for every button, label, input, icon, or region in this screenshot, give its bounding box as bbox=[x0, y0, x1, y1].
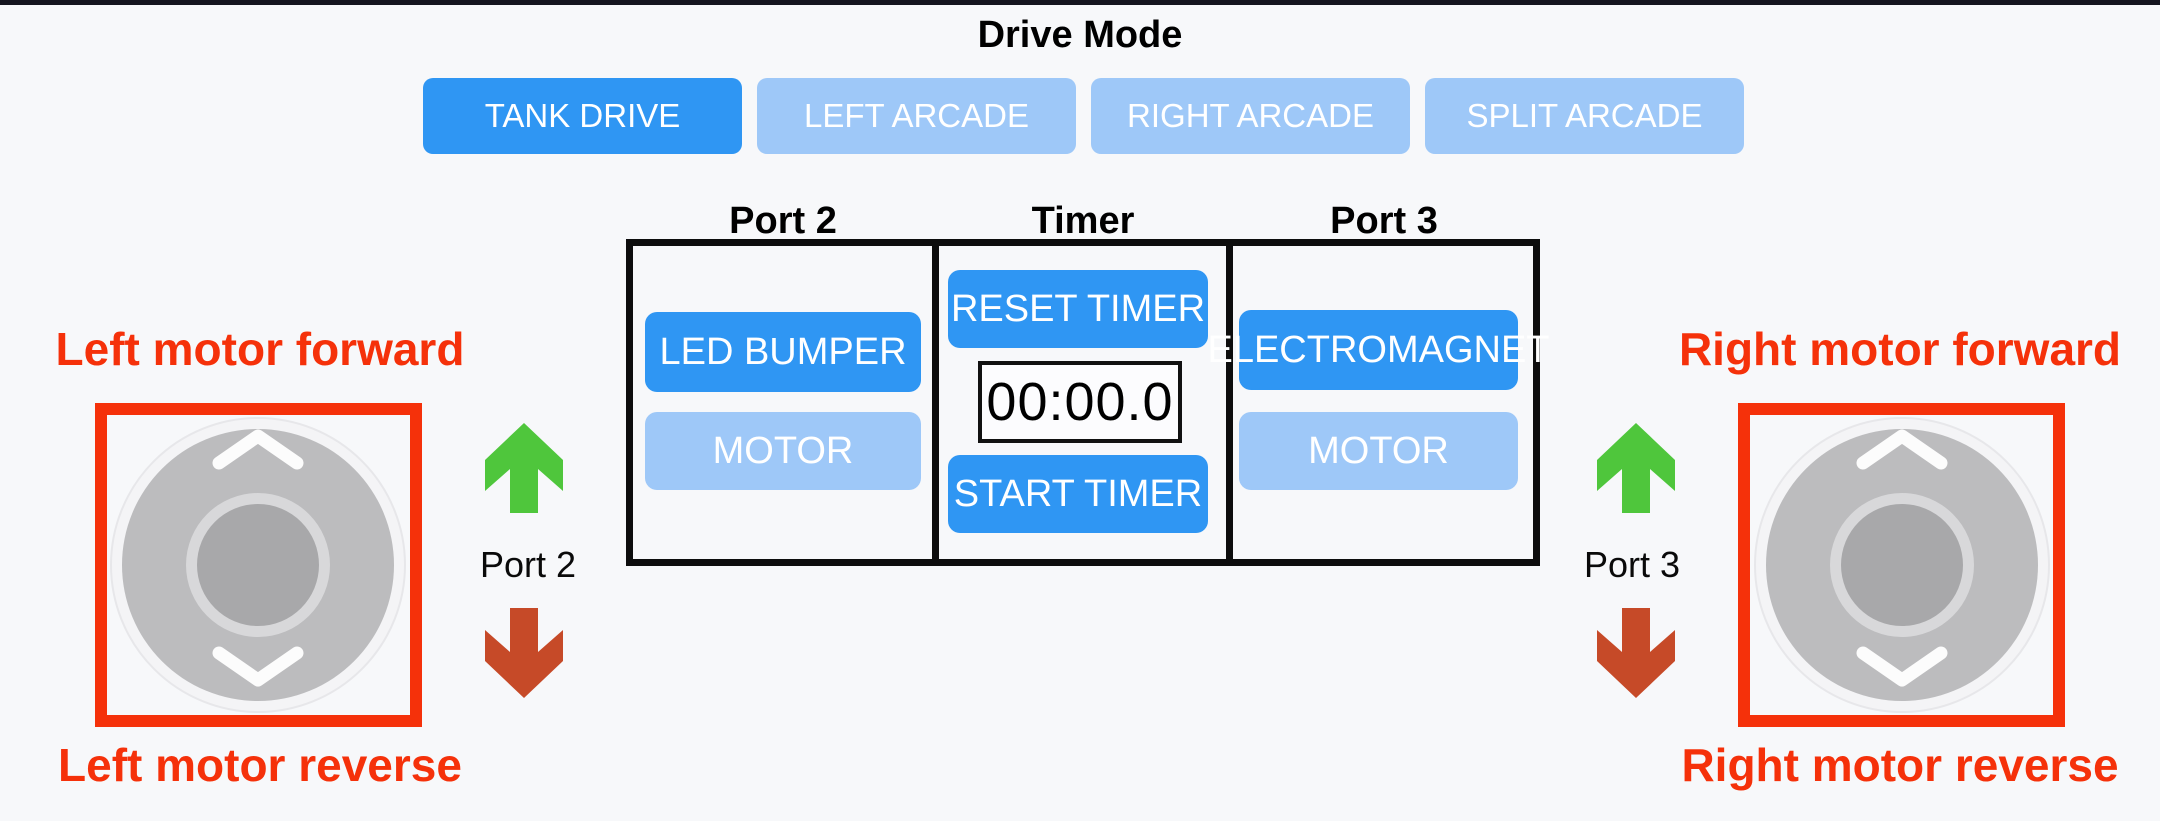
left-joystick-highlight-box bbox=[95, 403, 422, 727]
window-top-bar bbox=[0, 0, 2160, 5]
timer-column-header: Timer bbox=[1031, 200, 1135, 242]
control-table bbox=[626, 239, 1540, 566]
drive-mode-title: Drive Mode bbox=[977, 14, 1183, 56]
right-motor-reverse-label: Right motor reverse bbox=[1681, 739, 2119, 791]
left-arcade-button[interactable]: LEFT ARCADE bbox=[757, 78, 1076, 154]
port3-motor-button[interactable]: MOTOR bbox=[1239, 412, 1518, 490]
left-joystick-knob[interactable] bbox=[197, 504, 319, 626]
green-up-arrow-icon bbox=[485, 423, 563, 513]
chevron-down-icon bbox=[212, 646, 304, 687]
right-arcade-button[interactable]: RIGHT ARCADE bbox=[1091, 78, 1410, 154]
left-port-label: Port 2 bbox=[479, 544, 577, 585]
timer-display: 00:00.0 bbox=[978, 361, 1182, 443]
red-down-arrow-icon bbox=[485, 608, 563, 698]
right-port-label: Port 3 bbox=[1583, 544, 1681, 585]
reset-timer-button[interactable]: RESET TIMER bbox=[948, 270, 1208, 348]
port3-column-header: Port 3 bbox=[1330, 200, 1438, 242]
table-divider bbox=[932, 239, 939, 566]
red-down-arrow-icon bbox=[1597, 608, 1675, 698]
left-motor-reverse-label: Left motor reverse bbox=[58, 739, 462, 791]
port2-column-header: Port 2 bbox=[729, 200, 837, 242]
right-joystick-knob[interactable] bbox=[1841, 504, 1963, 626]
right-motor-forward-label: Right motor forward bbox=[1678, 323, 2122, 375]
tank-drive-button[interactable]: TANK DRIVE bbox=[423, 78, 742, 154]
table-divider bbox=[1226, 239, 1233, 566]
green-up-arrow-icon bbox=[1597, 423, 1675, 513]
chevron-up-icon bbox=[212, 429, 304, 470]
left-motor-forward-label: Left motor forward bbox=[55, 323, 465, 375]
chevron-up-icon bbox=[1856, 429, 1948, 470]
led-bumper-button[interactable]: LED BUMPER bbox=[645, 312, 921, 392]
split-arcade-button[interactable]: SPLIT ARCADE bbox=[1425, 78, 1744, 154]
electromagnet-button[interactable]: ELECTROMAGNET bbox=[1207, 310, 1550, 390]
right-joystick-highlight-box bbox=[1738, 403, 2065, 727]
start-timer-button[interactable]: START TIMER bbox=[948, 455, 1208, 533]
port2-motor-button[interactable]: MOTOR bbox=[645, 412, 921, 490]
chevron-down-icon bbox=[1856, 646, 1948, 687]
